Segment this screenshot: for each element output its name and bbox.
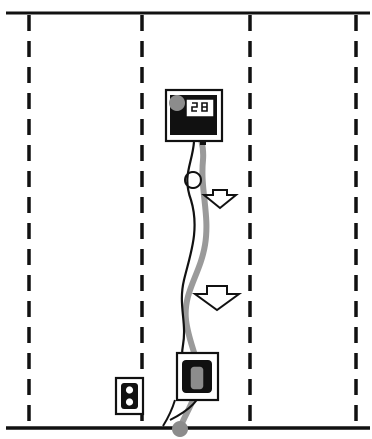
top-plug-head <box>169 95 185 111</box>
duplex-outlet <box>114 376 145 416</box>
top-box-digit-2 <box>201 102 208 112</box>
black-cord-end <box>162 399 176 427</box>
down-arrow-large <box>191 285 243 312</box>
cable-clip-ring <box>184 171 202 189</box>
top-box-screen <box>185 98 215 118</box>
duplex-outlet-socket-top <box>125 386 134 394</box>
bottom-box <box>175 351 220 402</box>
top-box-cord-exit <box>200 141 206 145</box>
dashed-stud-lines <box>27 15 358 426</box>
bottom-plug-head <box>172 421 188 437</box>
down-arrow-small <box>201 189 239 210</box>
bottom-plug-body <box>189 365 205 391</box>
duplex-outlet-face <box>121 383 138 409</box>
top-box-digit-1 <box>191 102 198 112</box>
duplex-outlet-socket-bottom <box>125 398 134 406</box>
top-box <box>164 88 224 145</box>
